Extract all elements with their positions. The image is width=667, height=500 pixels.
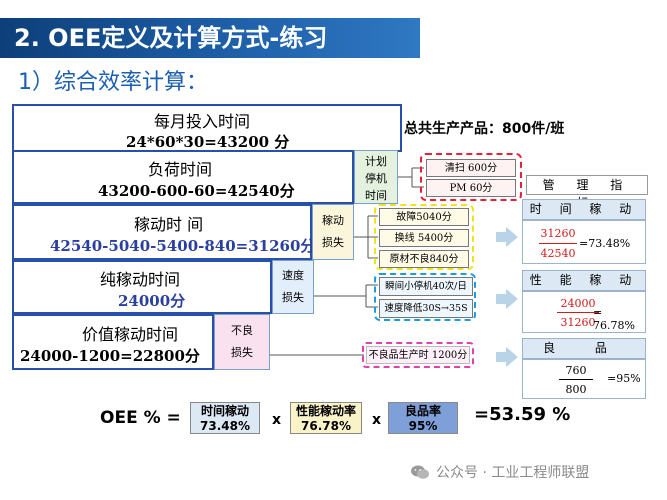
arrow-body-perf [496, 294, 506, 304]
time-rate-num: 31260 [540, 227, 576, 240]
oee-quality-value: 95% [408, 419, 438, 433]
run-loss-group: 故障5040分 换线 5400分 原材不良840分 [374, 204, 474, 270]
loss-minor-stops: 瞬间小停机40次/日 [379, 277, 473, 296]
perf-rate-panel: 24000 31260 = 76.78% [522, 291, 646, 333]
bar-running-label: 稼动时 间 [134, 215, 204, 234]
oee-time-box: 时间稼动 73.48% [190, 402, 260, 434]
arrow-body-time [496, 232, 506, 242]
total-output: 总共生产产品：800件/班 [404, 121, 565, 137]
perf-rate-den: 31260 [560, 316, 596, 329]
tag-speed-loss: 速度 损失 [272, 260, 314, 314]
arrow-time [506, 227, 518, 247]
quality-rate-den: 800 [565, 383, 587, 396]
time-rate-result: =73.48% [579, 237, 631, 250]
loss-material: 原材不良840分 [379, 250, 469, 268]
section-subtitle: 1）综合效率计算： [18, 70, 208, 95]
tag-run-loss: 稼动 损失 [312, 204, 354, 260]
bar-load-time: 负荷时间 43200-600-60=42540分 [12, 150, 354, 204]
arrow-body-quality [496, 352, 506, 362]
perf-rate-fraction-bar [557, 312, 599, 313]
loss-defect: 不良品生产时 1200分 [366, 346, 470, 364]
quality-rate-fraction-bar [559, 379, 593, 380]
arrow-perf [506, 289, 518, 309]
bar-load-label: 负荷时间 [148, 160, 213, 179]
time-rate-header: 时 间 稼 动 率 [522, 199, 646, 235]
loss-failure: 故障5040分 [379, 208, 469, 226]
bar-net-formula: 24000分 [118, 292, 186, 310]
oee-quality-box: 良品率 95% [388, 402, 458, 434]
oee-result: =53.59 % [474, 404, 571, 425]
bar-value-formula: 24000-1200=22800分 [20, 347, 200, 365]
bar-value-label: 价值稼动时间 [82, 325, 179, 344]
time-rate-panel: 31260 42540 =73.48% [522, 220, 646, 264]
defect-loss-group: 不良品生产时 1200分 [362, 342, 474, 368]
oee-perf-label: 性能稼动率 [295, 404, 356, 418]
planned-stop-group: 清扫 600分 PM 60分 [420, 153, 522, 201]
bar-value-time: 价值稼动时间 24000-1200=22800分 [12, 314, 214, 370]
oee-lhs: OEE % = [100, 408, 181, 428]
speed-loss-group: 瞬间小停机40次/日 速度降低30S→35S [374, 273, 476, 321]
bar-running-time: 稼动时 间 42540-5040-5400-840=31260分 [12, 204, 316, 260]
loss-changeover: 换线 5400分 [379, 229, 469, 247]
bar-monthly-label: 每月投入时间 [154, 112, 251, 131]
quality-rate-panel: 760 800 =95% [522, 359, 646, 399]
perf-rate-result: = 76.78% [593, 306, 635, 332]
wechat-icon [410, 464, 430, 480]
perf-rate-num: 24000 [560, 297, 596, 310]
oee-quality-label: 良品率 [404, 404, 441, 418]
bar-running-formula: 42540-5040-5400-840=31260分 [50, 237, 316, 255]
bar-monthly-formula: 24*60*30=43200 分 [126, 133, 290, 151]
time-rate-fraction-bar [539, 243, 577, 244]
watermark-text: 公众号 · 工业工程师联盟 [436, 465, 590, 481]
loss-pm: PM 60分 [426, 179, 516, 197]
bar-net-time: 纯稼动时间 24000分 [12, 260, 272, 314]
tag-defect-loss: 不良 损失 [214, 314, 270, 370]
watermark: 公众号 · 工业工程师联盟 [410, 462, 589, 482]
indicators-header: 管 理 指 标 [526, 175, 648, 210]
quality-rate-num: 760 [565, 364, 587, 377]
arrow-quality [506, 347, 518, 367]
bar-net-label: 纯稼动时间 [100, 270, 181, 289]
loss-speed-drop: 速度降低30S→35S [379, 299, 473, 318]
bar-load-formula: 43200-600-60=42540分 [98, 182, 295, 200]
oee-perf-box: 性能稼动率 76.78% [290, 402, 362, 434]
time-rate-den: 42540 [540, 247, 576, 260]
oee-perf-value: 76.78% [301, 419, 351, 433]
oee-multiply-1: x [272, 412, 282, 428]
quality-rate-result: =95% [607, 372, 641, 385]
perf-rate-header: 性 能 稼 动 率 [522, 270, 646, 306]
loss-cleaning: 清扫 600分 [426, 159, 516, 177]
tag-planned-stop: 计划 停机 时间 [354, 150, 398, 204]
oee-time-value: 73.48% [200, 419, 250, 433]
slide-title: 2. OEE定义及计算方式-练习 [0, 18, 420, 58]
oee-time-label: 时间稼动 [200, 404, 249, 418]
quality-rate-header: 良 品 率 [522, 338, 646, 374]
oee-multiply-2: x [372, 412, 382, 428]
